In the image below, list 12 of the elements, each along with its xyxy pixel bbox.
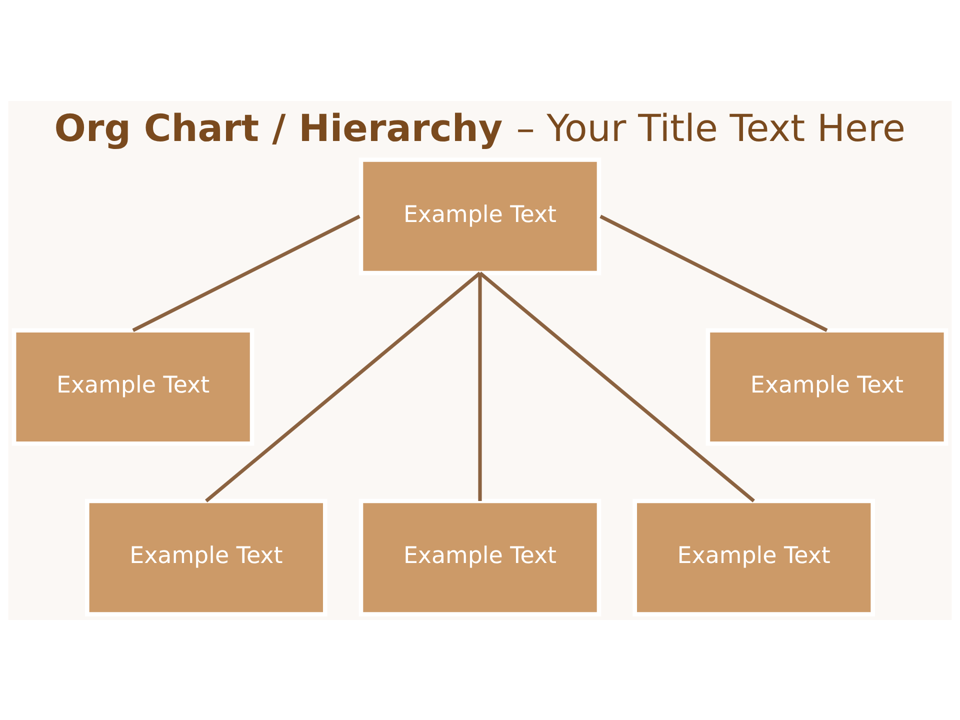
node-box: Example Text [706,328,948,446]
connector [600,214,828,332]
node-box: Example Text [85,498,328,616]
node-box: Example Text [358,498,602,616]
diagram-title: Org Chart / Hierarchy – Your Title Text Here [54,105,906,150]
connector [478,271,755,502]
node-box: Example Text [358,157,602,275]
connector [205,271,482,502]
connector [132,214,360,332]
node-box: Example Text [632,498,875,616]
node-box: Example Text [12,328,254,446]
connector [478,272,482,500]
